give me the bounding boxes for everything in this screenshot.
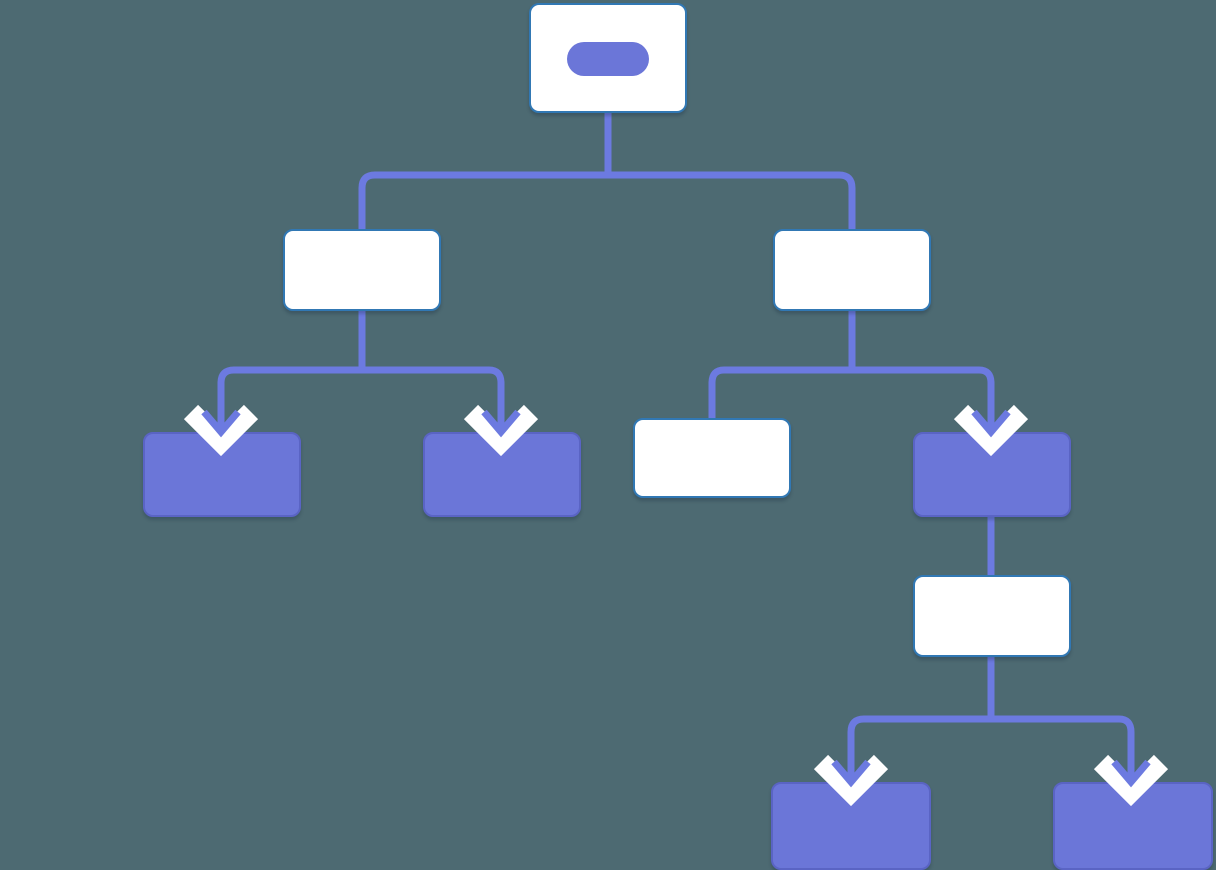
sub-node-white[interactable] xyxy=(913,575,1071,657)
leaf-right-white[interactable] xyxy=(633,418,791,498)
leaf-bottom-two[interactable] xyxy=(1053,782,1213,870)
root-pill-badge xyxy=(567,42,649,76)
branch-right-sub[interactable] xyxy=(913,432,1071,517)
leaf-left-two[interactable] xyxy=(423,432,581,517)
leaf-bottom-one[interactable] xyxy=(771,782,931,870)
leaf-left-one[interactable] xyxy=(143,432,301,517)
root-node[interactable] xyxy=(529,3,687,113)
branch-right[interactable] xyxy=(773,229,931,311)
branch-left[interactable] xyxy=(283,229,441,311)
